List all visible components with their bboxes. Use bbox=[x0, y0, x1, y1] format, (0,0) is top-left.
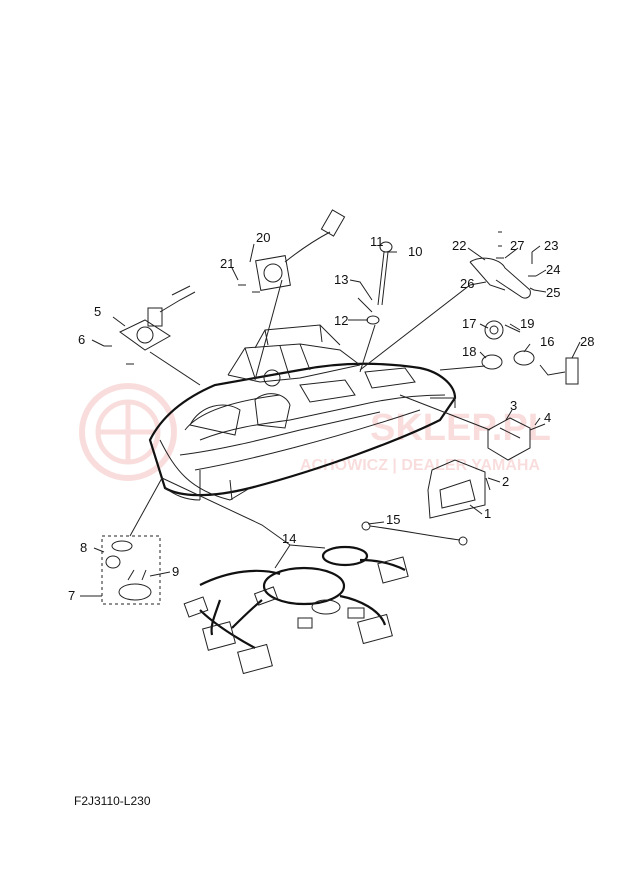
part-15-cable bbox=[361, 521, 468, 546]
callout-2: 2 bbox=[502, 474, 509, 489]
watermark-line2: ACHOWICZ | DEALER YAMAHA bbox=[300, 457, 540, 474]
callout-17: 17 bbox=[462, 316, 476, 331]
callout-15: 15 bbox=[386, 512, 400, 527]
watermark-logo-inner bbox=[95, 399, 161, 465]
callout-7: 7 bbox=[68, 588, 75, 603]
callout-9: 9 bbox=[172, 564, 179, 579]
callout-12: 12 bbox=[334, 313, 348, 328]
part-1-bracket bbox=[427, 459, 491, 519]
part-3-control-unit bbox=[487, 417, 546, 461]
boat-hull bbox=[148, 324, 457, 501]
callout-3: 3 bbox=[510, 398, 517, 413]
callout-14: 14 bbox=[282, 531, 296, 546]
leader-lines bbox=[80, 243, 581, 597]
callout-26: 26 bbox=[460, 276, 474, 291]
callout-4: 4 bbox=[544, 410, 551, 425]
callout-21: 21 bbox=[220, 256, 234, 271]
callout-8: 8 bbox=[80, 540, 87, 555]
part-17-19-fitting bbox=[481, 320, 579, 385]
callout-1: 1 bbox=[484, 506, 491, 521]
callout-6: 6 bbox=[78, 332, 85, 347]
part-5-meter bbox=[104, 285, 196, 365]
part-14-harness bbox=[183, 545, 409, 675]
callout-22: 22 bbox=[452, 238, 466, 253]
drawing-code: F2J3110-L230 bbox=[74, 794, 151, 808]
watermark-logo-ring bbox=[79, 383, 177, 481]
callout-16: 16 bbox=[540, 334, 554, 349]
callouts: 1 2 3 4 5 6 7 8 9 10 11 12 13 14 15 16 1… bbox=[68, 230, 594, 603]
watermark-line1: SKLEP.PL bbox=[370, 407, 551, 449]
callout-24: 24 bbox=[546, 262, 560, 277]
callout-27: 27 bbox=[510, 238, 524, 253]
callout-5: 5 bbox=[94, 304, 101, 319]
callout-23: 23 bbox=[544, 238, 558, 253]
callout-18: 18 bbox=[462, 344, 476, 359]
part-10-rod bbox=[357, 241, 393, 325]
callout-28: 28 bbox=[580, 334, 594, 349]
callout-25: 25 bbox=[546, 285, 560, 300]
callout-11: 11 bbox=[370, 234, 384, 249]
part-20-panel bbox=[238, 209, 346, 293]
callout-20: 20 bbox=[256, 230, 270, 245]
callout-10: 10 bbox=[408, 244, 422, 259]
callout-13: 13 bbox=[334, 272, 348, 287]
part-22-bracket bbox=[469, 231, 536, 299]
watermark: SKLEP.PL ACHOWICZ | DEALER YAMAHA bbox=[79, 383, 551, 481]
callout-19: 19 bbox=[520, 316, 534, 331]
part-7-9-detail bbox=[101, 535, 161, 605]
